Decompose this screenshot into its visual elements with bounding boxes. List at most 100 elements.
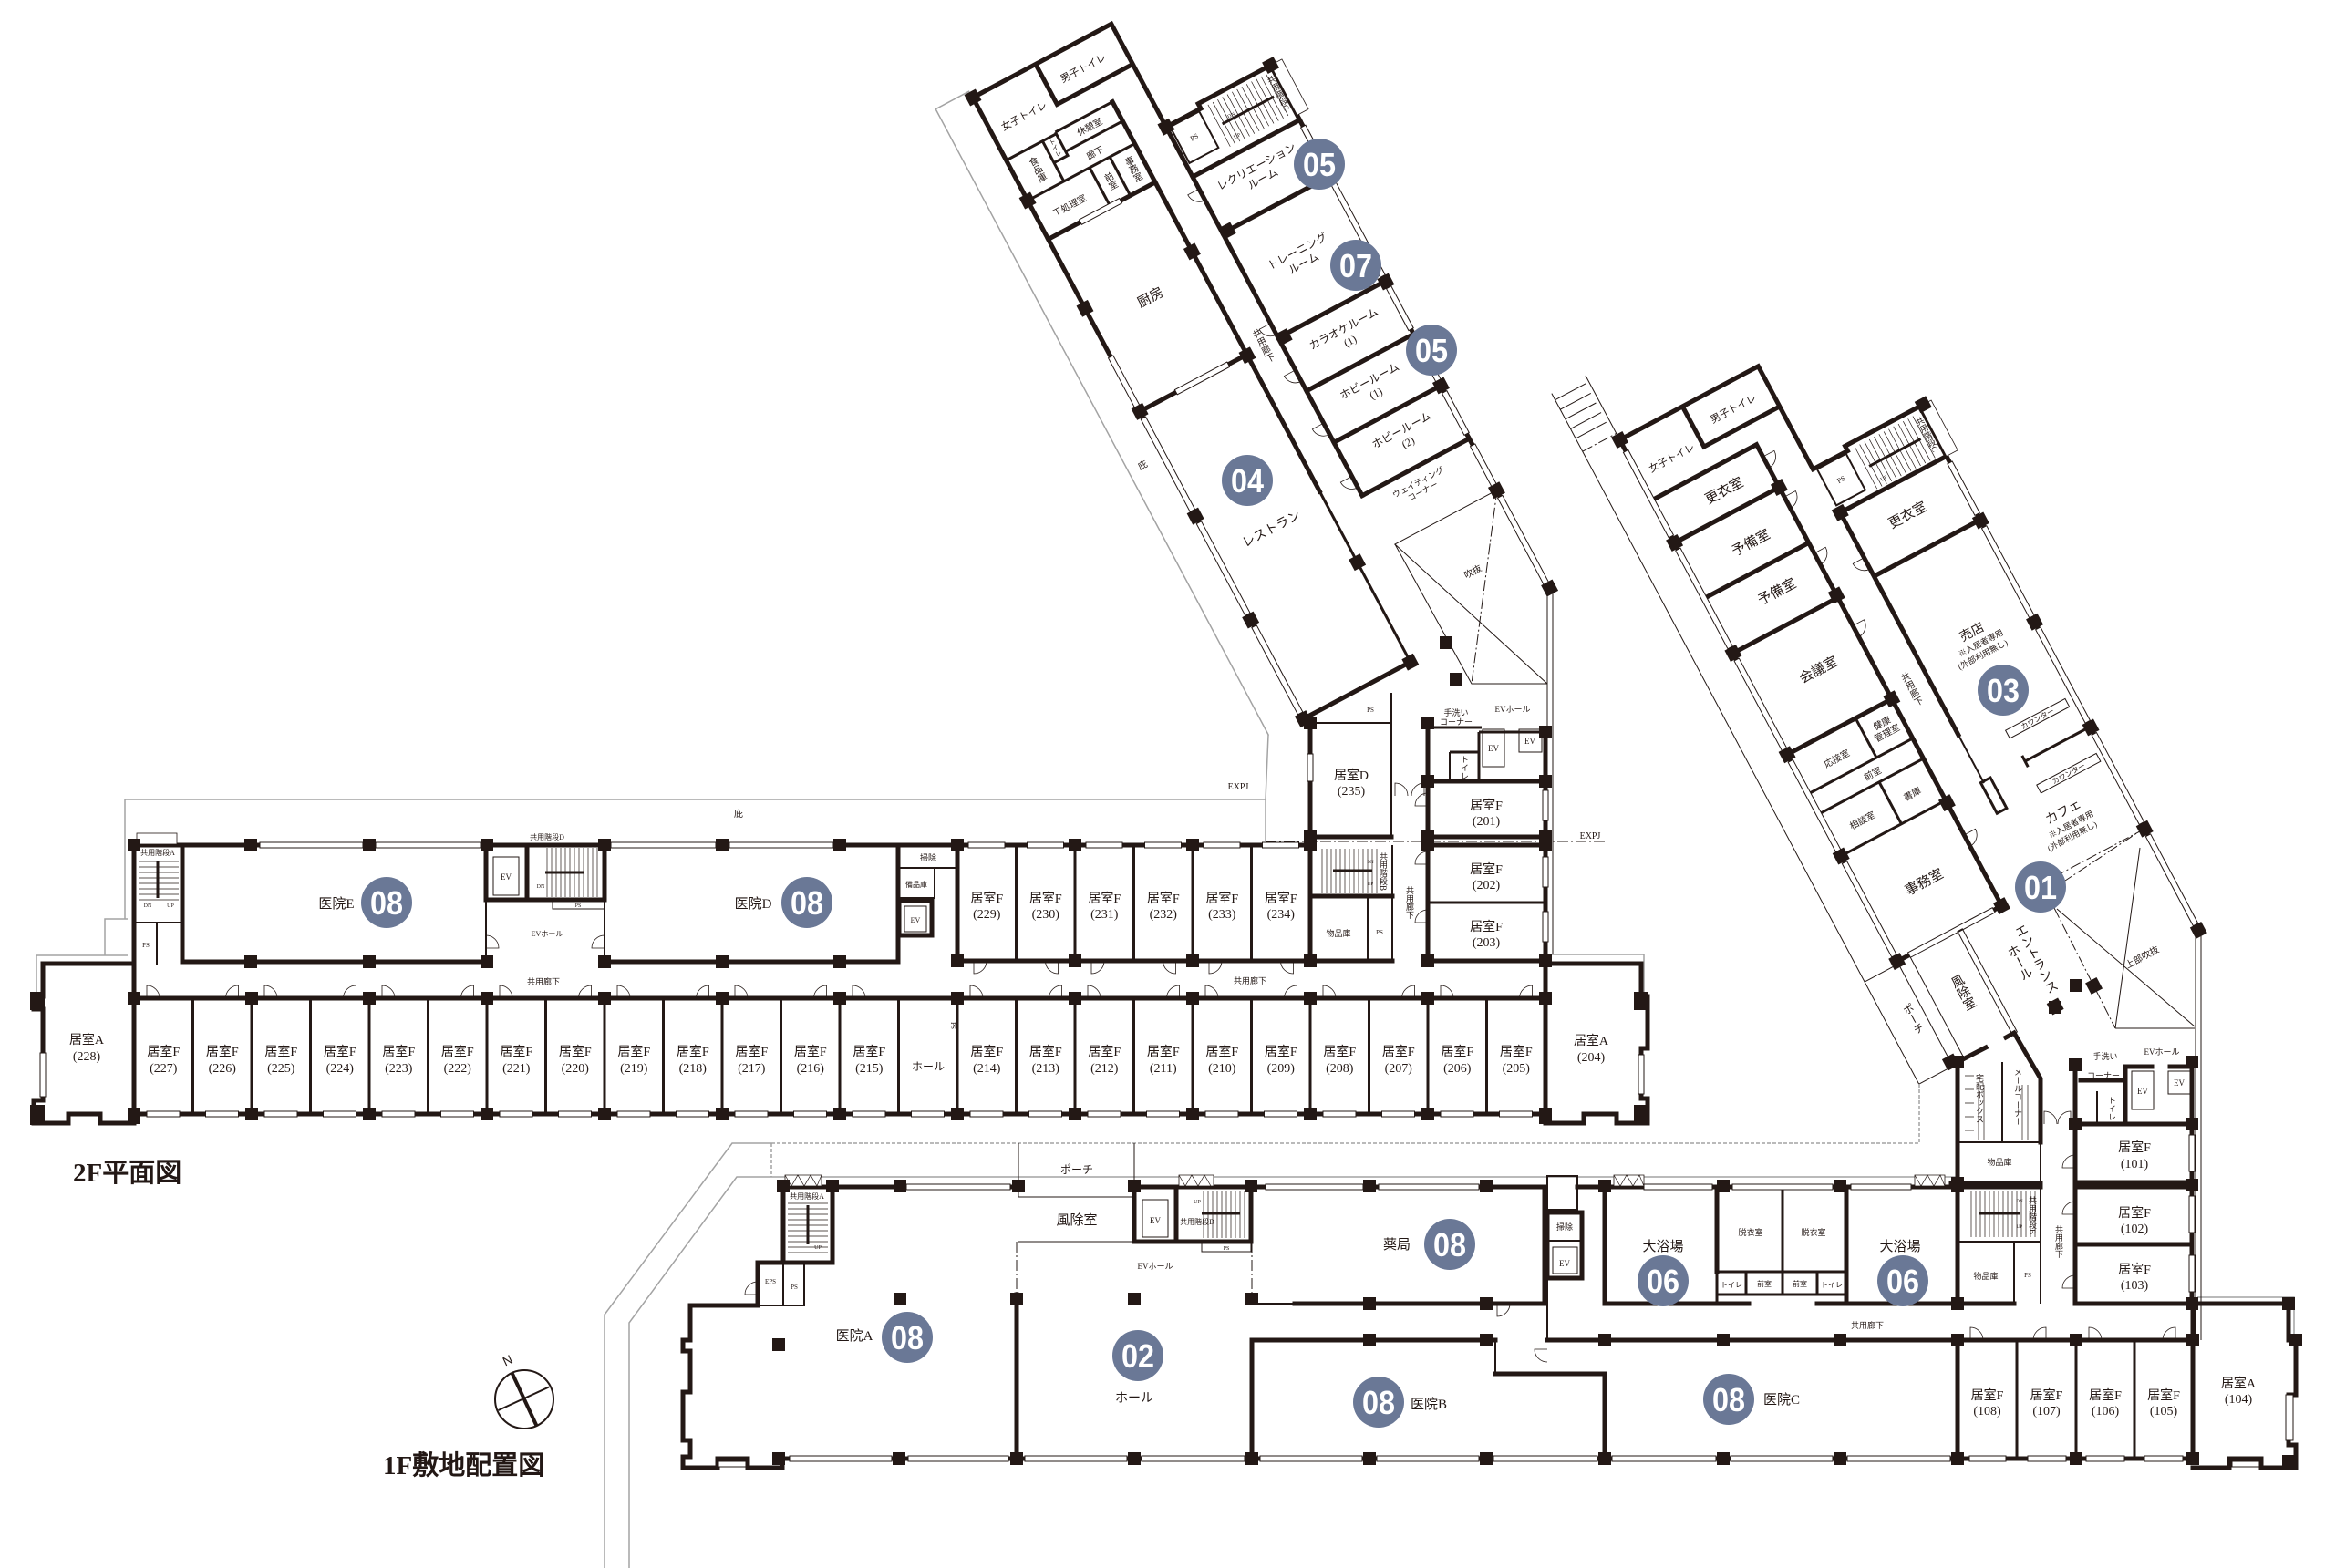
room-dividers: [191, 845, 1488, 1114]
line-1: 手洗い: [2092, 1051, 2117, 1061]
room-label-226: 居室F (226): [206, 1044, 239, 1076]
external-stair-edge: [1582, 432, 1617, 452]
room-label-213: 居室F(213): [1029, 1044, 1062, 1076]
room-number: (220): [562, 1062, 590, 1076]
room-dividers: [2015, 1340, 2136, 1459]
label-dressing-room: 脱衣室: [1801, 1227, 1825, 1237]
hall-boundaries: [1016, 1242, 1253, 1295]
room-number: (213): [1032, 1062, 1060, 1076]
label-ev: EV: [501, 872, 512, 882]
label-ps: PS: [575, 903, 582, 909]
room-label-235: 居室D(235): [1334, 768, 1369, 799]
columns: [964, 57, 1559, 728]
label-changing-room-east: 更衣室: [1886, 499, 1930, 531]
room-number: (225): [267, 1062, 295, 1076]
label-reception-room: 応接室: [1822, 747, 1852, 770]
label-ev: EV: [1524, 737, 1535, 746]
badge-circle: [882, 1312, 933, 1363]
label-ps: PS: [142, 942, 150, 949]
eaves-line-east: [1265, 734, 1269, 841]
room-number: (234): [1267, 908, 1296, 922]
atrium-columns: [2049, 979, 2082, 1014]
room-label-227: 居室F(227): [147, 1044, 180, 1076]
label-clinic-a: 医院A: [836, 1327, 873, 1344]
room-number: (221): [502, 1062, 531, 1076]
floor1-site-plan-title: 1F敷地配置図: [383, 1450, 544, 1480]
ev-car: [904, 905, 927, 933]
label-ps: PS: [1376, 929, 1383, 936]
label-eps: EPS: [765, 1278, 776, 1285]
room-number: (104): [2225, 1393, 2253, 1407]
label-ps: PS: [1835, 474, 1846, 485]
room-label-222: 居室F (222): [441, 1044, 474, 1076]
floor1-main-block: ポーチ 風除室 EV UP 共用階段D PS EVホール 共用階段A UP EP…: [604, 930, 2302, 1568]
badge-number: 05: [1415, 332, 1448, 369]
room-number: (102): [2121, 1222, 2149, 1236]
label-ps: PS: [1224, 1246, 1230, 1252]
hall-walls: [1014, 1184, 1255, 1461]
badge-entrance: 01: [2015, 861, 2066, 913]
label-counter: カウンター: [2020, 707, 2056, 731]
clinic-a-walls: [680, 1184, 2196, 1470]
columns: [772, 1056, 2302, 1468]
room-label-108: 居室F(108): [1971, 1387, 2004, 1418]
room-number: (204): [1577, 1051, 1606, 1065]
label-windbreak-room: 風除室: [1948, 973, 1979, 1014]
badge-circle: [1112, 1330, 1163, 1381]
office-partitions: [1807, 717, 1947, 858]
label-archive: 書庫: [1901, 784, 1923, 803]
room-type: 居室F: [1088, 1044, 1121, 1059]
label-stair-a: 共用階段A: [140, 848, 175, 857]
room-label-209: 居室F(209): [1265, 1044, 1297, 1076]
room-label-218: 居室F(218): [677, 1044, 709, 1076]
porch-lines: [1864, 954, 1966, 1085]
label-cleaning: 掃除: [920, 852, 936, 862]
label-hall: ホール: [1115, 1392, 1153, 1406]
floor1-wing: 女子トイレ 男子トイレ 更衣室 予備室 予備室 会議室 応接室 健康管理室 前室…: [1551, 363, 2207, 1085]
external-stair: [1555, 375, 1620, 440]
room-type: 居室F: [735, 1044, 768, 1059]
badge-number: 08: [1362, 1384, 1395, 1421]
door-swings: [744, 1110, 2176, 1363]
label-stair-d: 共用階段D: [530, 832, 564, 841]
room-number: (217): [738, 1062, 766, 1076]
label-ev-hall: EVホール: [1495, 705, 1531, 714]
ev-car: [1142, 1199, 1169, 1238]
compass-north-label: N: [501, 1352, 515, 1369]
label-eaves: 庇: [1136, 458, 1150, 472]
room-type: 居室F: [441, 1044, 474, 1059]
room-number: (226): [209, 1062, 237, 1076]
room-type: 居室F: [1382, 1044, 1415, 1059]
label-stair-a-dn: DN: [144, 903, 152, 909]
service-walls: [898, 867, 957, 899]
room-type: 居室F: [206, 1044, 239, 1059]
room-type: 居室F: [970, 891, 1003, 906]
pillar: [1979, 775, 2009, 816]
line-2: (1): [1341, 333, 1359, 350]
outline-room-204: [1547, 954, 1645, 996]
label-stair-b-up: UP: [1368, 882, 1374, 887]
badge-number: 07: [1339, 247, 1372, 284]
label-stair-up: UP: [1233, 132, 1242, 140]
room-label-210: 居室F(210): [1205, 1044, 1238, 1076]
door-swings: [1762, 449, 1978, 847]
room-label-234: 居室F(234): [1265, 891, 1297, 922]
kitchen-walls: [1045, 179, 1250, 415]
badge-circle: [1877, 1255, 1928, 1306]
room-type: 居室F: [1500, 1044, 1533, 1059]
windbreak-glass: [1018, 1143, 1135, 1243]
room-label-104: 居室A(104): [2221, 1376, 2257, 1407]
floor1-entrance-atrium: 上部吹抜: [2049, 830, 2196, 1029]
room-label-102: 居室F(102): [2118, 1205, 2151, 1236]
room-number: (233): [1208, 908, 1236, 922]
room-number: (222): [444, 1062, 472, 1076]
room-type: 居室F: [2089, 1387, 2122, 1403]
room-label-224: 居室F(224): [324, 1044, 356, 1076]
room-label-233: 居室F(233): [1205, 891, 1238, 922]
label-ps: PS: [1189, 132, 1200, 143]
room-type: 居室F: [1470, 798, 1503, 813]
room-label-223: 居室F(223): [382, 1044, 415, 1076]
room-type: 居室F: [1147, 1044, 1180, 1059]
east-exterior-double-line: [1546, 588, 1554, 954]
label-counter: カウンター: [2051, 761, 2087, 786]
